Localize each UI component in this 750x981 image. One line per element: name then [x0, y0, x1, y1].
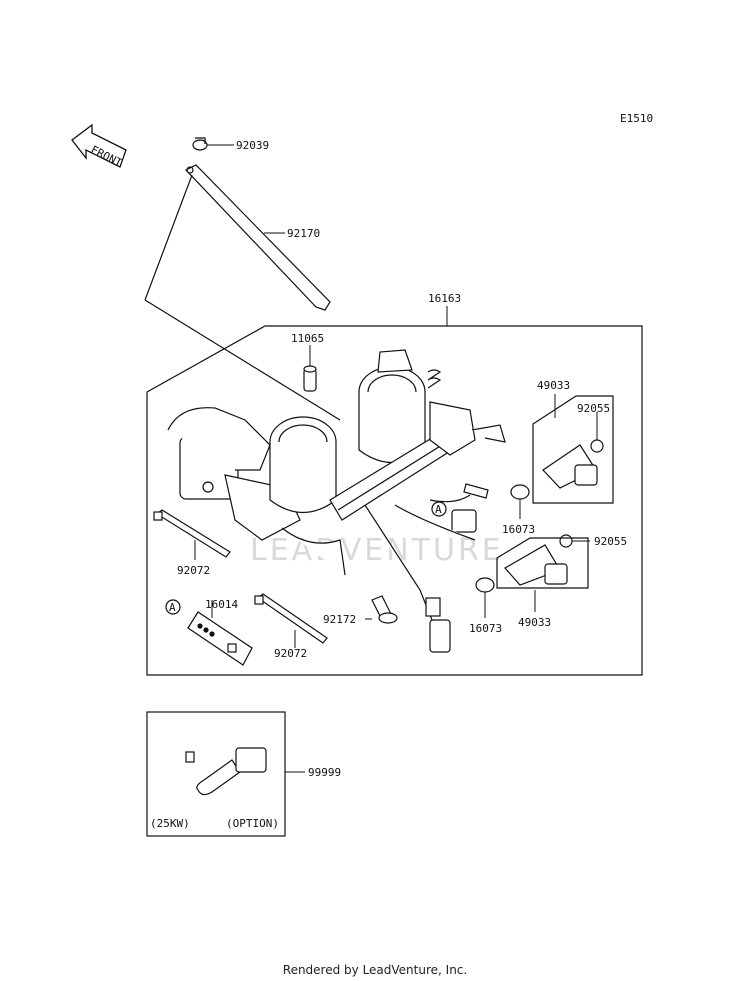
leader-line: [144, 174, 193, 301]
cable-tie-92072-left: [153, 509, 231, 558]
part-label-92170: 92170: [287, 227, 320, 240]
option-note-25kw: (25KW): [150, 817, 190, 830]
part-label-92072-bottom: 92072: [274, 647, 307, 660]
part-label-92172: 92172: [323, 613, 356, 626]
part-label-92072-left: 92072: [177, 564, 210, 577]
kit-16014-tray: [187, 611, 253, 666]
option-note-option: (OPTION): [226, 817, 279, 830]
front-arrow-icon: FRONT: [71, 123, 127, 170]
part-label-16073-top: 16073: [502, 523, 535, 536]
bolt-92039: [192, 137, 208, 151]
assembly-box: [146, 325, 643, 676]
throttle-body-assembly: [167, 349, 506, 653]
oring-92055-top: [590, 439, 604, 453]
leader-line: [144, 299, 341, 421]
sensor-99999: [185, 747, 267, 796]
leader-lines: [194, 144, 598, 773]
injector-49033-bottom: [504, 544, 568, 586]
callout-a-right-label: A: [435, 503, 442, 516]
callout-a-left: [165, 599, 181, 615]
footer-credit: Rendered by LeadVenture, Inc.: [282, 963, 468, 977]
injector-box-top: [532, 395, 614, 504]
diagram-code: E1510: [620, 112, 653, 125]
callout-a-left-label: A: [169, 601, 176, 614]
oring-92055-bottom: [559, 534, 573, 548]
screw-92172: [371, 595, 398, 624]
callout-a-right: [431, 501, 447, 517]
part-label-16163: 16163: [428, 292, 461, 305]
part-label-11065: 11065: [291, 332, 324, 345]
part-label-92039: 92039: [236, 139, 269, 152]
part-label-99999: 99999: [308, 766, 341, 779]
seal-16073-bottom: [475, 577, 495, 593]
part-label-49033-bottom: 49033: [518, 616, 551, 629]
cable-tie-92072-bottom: [254, 593, 328, 644]
watermark: LEADVENTURE: [250, 533, 504, 568]
seal-16073-top: [510, 484, 530, 500]
injector-49033-top: [542, 444, 598, 489]
part-label-16073-bottom: 16073: [469, 622, 502, 635]
part-label-16014: 16014: [205, 598, 238, 611]
strap-92170: [185, 164, 331, 311]
option-box: [146, 711, 286, 837]
cap-11065: [303, 365, 317, 392]
part-label-92055-mid: 92055: [594, 535, 627, 548]
part-label-92055-top: 92055: [577, 402, 610, 415]
part-label-49033-top: 49033: [537, 379, 570, 392]
injector-box-bottom: [496, 537, 589, 589]
kit-16014-parts: [197, 623, 237, 653]
